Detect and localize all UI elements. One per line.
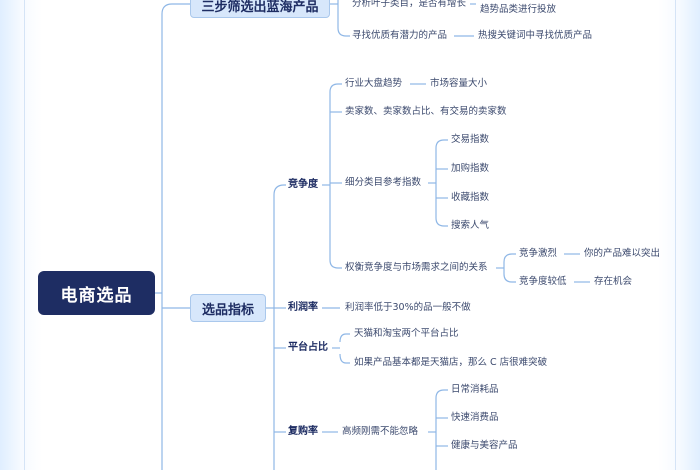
branch-selection-criteria: 选品指标 [190, 294, 266, 322]
node-profit: 利润率 [288, 302, 318, 313]
leaf-analyze-leaf-category: 分析叶子类目，是否有增长 [352, 0, 467, 9]
node-platform: 平台占比 [288, 342, 328, 353]
root-node: 电商选品 [38, 271, 155, 315]
leaf-index-favorite: 收藏指数 [451, 192, 490, 203]
leaf-index-trade: 交易指数 [451, 134, 490, 145]
leaf-find-potential: 寻找优质有潜力的产品 [352, 30, 448, 41]
leaf-sub-index: 细分类目参考指数 [345, 177, 422, 188]
leaf-trend-category: 趋势品类进行投放 [480, 4, 557, 15]
node-competition: 竞争度 [288, 179, 318, 190]
leaf-daily-consumables: 日常消耗品 [451, 384, 499, 395]
leaf-index-search: 搜索人气 [451, 220, 490, 231]
leaf-health-beauty: 健康与美容产品 [451, 440, 518, 451]
leaf-balance: 权衡竞争度与市场需求之间的关系 [345, 262, 488, 273]
node-repurchase: 复购率 [288, 426, 318, 437]
leaf-platform-share: 天猫和淘宝两个平台占比 [354, 328, 459, 339]
leaf-fmcg: 快速消费品 [451, 412, 499, 423]
leaf-high-frequency: 高频刚需不能忽略 [342, 426, 419, 437]
leaf-low: 竞争度较低 [519, 276, 567, 287]
leaf-hot-keywords: 热搜关键词中寻找优质产品 [478, 30, 593, 41]
leaf-seller-counts: 卖家数、卖家数占比、有交易的卖家数 [345, 106, 507, 117]
leaf-market-trend: 行业大盘趋势 [345, 78, 403, 89]
leaf-market-capacity: 市场容量大小 [430, 78, 488, 89]
leaf-profit-rule: 利润率低于30%的品一般不做 [345, 302, 471, 313]
leaf-fierce: 竞争激烈 [519, 248, 558, 259]
leaf-index-cart: 加购指数 [451, 163, 490, 174]
branch-three-steps: 三步筛选出蓝海产品 [190, 0, 330, 18]
leaf-fierce-result: 你的产品难以突出 [584, 248, 661, 259]
leaf-low-result: 存在机会 [594, 276, 633, 287]
leaf-platform-tmall: 如果产品基本都是天猫店，那么 C 店很难突破 [354, 357, 548, 368]
